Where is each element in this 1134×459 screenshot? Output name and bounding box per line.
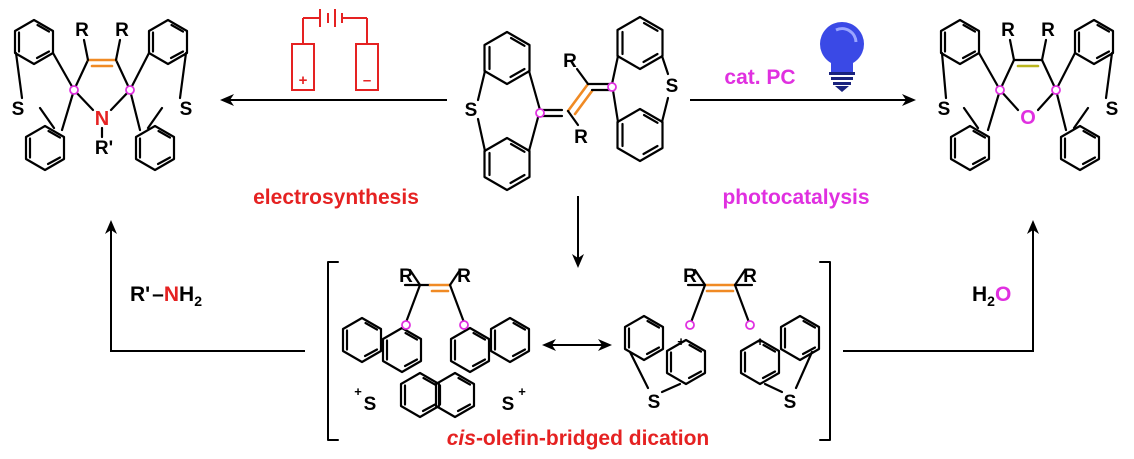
bracket-left <box>327 261 339 441</box>
dc-ring <box>449 326 491 374</box>
stereocenter-marker <box>685 320 695 330</box>
r-group: R <box>1041 20 1055 41</box>
cathode-label: – <box>363 72 371 89</box>
dication-right: R R + + S S <box>623 266 821 413</box>
lp-ring <box>134 124 176 172</box>
stereocenter-marker <box>607 82 617 92</box>
sulfur-atom: S <box>666 76 679 97</box>
sm-ring-bottom-right <box>616 107 664 163</box>
amine-label: R'–NH2 <box>130 283 202 309</box>
sm-ring-bottom-left <box>483 136 531 192</box>
stereocenter-marker <box>745 320 755 330</box>
dc-ring <box>434 371 476 419</box>
photocatalysis-label: photocatalysis <box>722 186 869 209</box>
sulfur-atom: S <box>1106 99 1119 120</box>
rp-ring <box>1073 18 1115 66</box>
r-group: R <box>743 266 757 287</box>
positive-charge: + <box>756 334 764 349</box>
nitrogen-atom: N <box>95 108 109 130</box>
lp-ring <box>13 18 55 66</box>
rp-ring <box>949 124 991 172</box>
r-group: R <box>574 127 588 148</box>
arrow-to-electrosynthesis <box>220 94 447 106</box>
battery-icon: + – <box>291 9 379 91</box>
r-group: R <box>457 266 471 287</box>
stereocenter-marker <box>535 108 545 118</box>
dication-left: R R S + S + <box>341 266 531 419</box>
positive-charge: + <box>677 334 685 349</box>
sulfur-atom: S <box>364 394 377 415</box>
stereocenter-marker <box>125 85 135 95</box>
arrow-up-right <box>843 220 1039 352</box>
catalyst-label: cat. PC <box>724 66 795 89</box>
anode-label: + <box>299 72 308 89</box>
positive-charge: + <box>354 384 362 399</box>
r-group: R <box>75 20 89 41</box>
r-group: R <box>1001 20 1015 41</box>
oxygen-atom: O <box>1020 107 1036 129</box>
starting-material: S S R R <box>465 15 679 192</box>
sulfur-atom: S <box>648 392 661 413</box>
rp-ring <box>939 18 981 66</box>
stereocenter-marker <box>995 85 1005 95</box>
sm-ring-top-right <box>616 15 664 71</box>
sulfur-atom: S <box>12 99 25 120</box>
lp-ring <box>147 18 189 66</box>
rp-ring <box>1059 124 1101 172</box>
sm-ring-top-left <box>483 30 531 86</box>
dihydrofuran-product: S S R R O <box>938 18 1119 172</box>
water-label: H2O <box>972 283 1011 309</box>
arrow-down-to-dication <box>572 196 584 268</box>
r-prime-group: R' <box>95 138 113 159</box>
sulfur-atom: S <box>465 100 478 121</box>
dc-ring <box>489 316 531 364</box>
stereocenter-marker <box>1051 85 1061 95</box>
r-group: R <box>683 266 697 287</box>
electrosynthesis-label: electrosynthesis <box>253 186 419 209</box>
arrow-to-photocatalysis <box>690 94 916 106</box>
arrow-up-left <box>105 220 305 352</box>
sulfur-atom: S <box>502 394 515 415</box>
bracket-right <box>819 261 831 441</box>
dc-ring <box>779 314 821 362</box>
dication-label: cis-olefin-bridged dication <box>447 427 710 450</box>
dc-ring <box>399 371 441 419</box>
dc-ring <box>665 338 707 386</box>
lightbulb-icon <box>820 22 864 92</box>
pyrroline-product: S S R R N R' <box>12 18 193 172</box>
sulfur-atom: S <box>180 99 193 120</box>
r-group: R <box>115 20 129 41</box>
dc-ring <box>381 326 423 374</box>
resonance-arrow <box>542 339 612 351</box>
stereocenter-marker <box>401 320 411 330</box>
stereocenter-marker <box>69 85 79 95</box>
sulfur-atom: S <box>784 392 797 413</box>
r-group: R <box>399 266 413 287</box>
dc-ring <box>341 316 383 364</box>
lp-ring <box>24 124 66 172</box>
positive-charge: + <box>518 384 526 399</box>
sulfur-atom: S <box>938 99 951 120</box>
stereocenter-marker <box>459 320 469 330</box>
r-group: R <box>563 51 577 72</box>
